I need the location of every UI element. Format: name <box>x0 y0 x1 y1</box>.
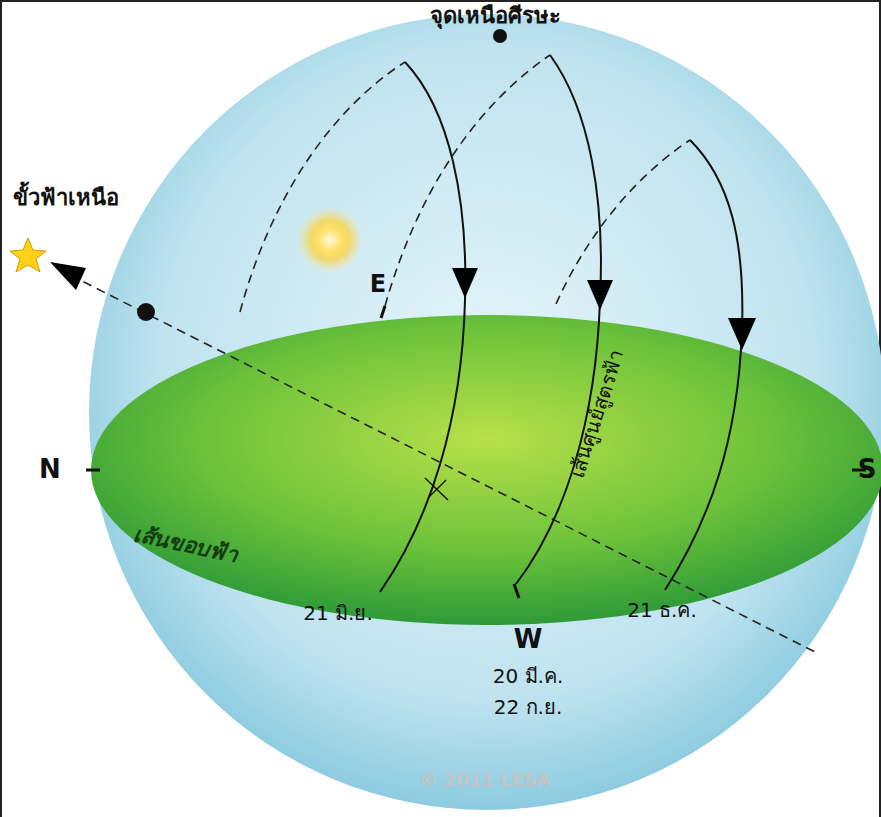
zenith-label: จุดเหนือศีรษะ <box>430 3 561 29</box>
direction-letter: S <box>858 454 877 485</box>
direction-letter: W <box>514 624 543 655</box>
date-label: 20 มี.ค. <box>493 664 564 688</box>
direction-letter: E <box>370 270 386 299</box>
date-label: 21 มิ.ย. <box>303 601 373 625</box>
date-label: 21 ธ.ค. <box>627 598 697 622</box>
watermark: © 2011 LESA <box>419 769 550 791</box>
direction-letter: N <box>39 454 61 485</box>
date-label: 22 ก.ย. <box>494 695 563 719</box>
pole-label: ขั้วฟ้าเหนือ <box>13 185 119 211</box>
